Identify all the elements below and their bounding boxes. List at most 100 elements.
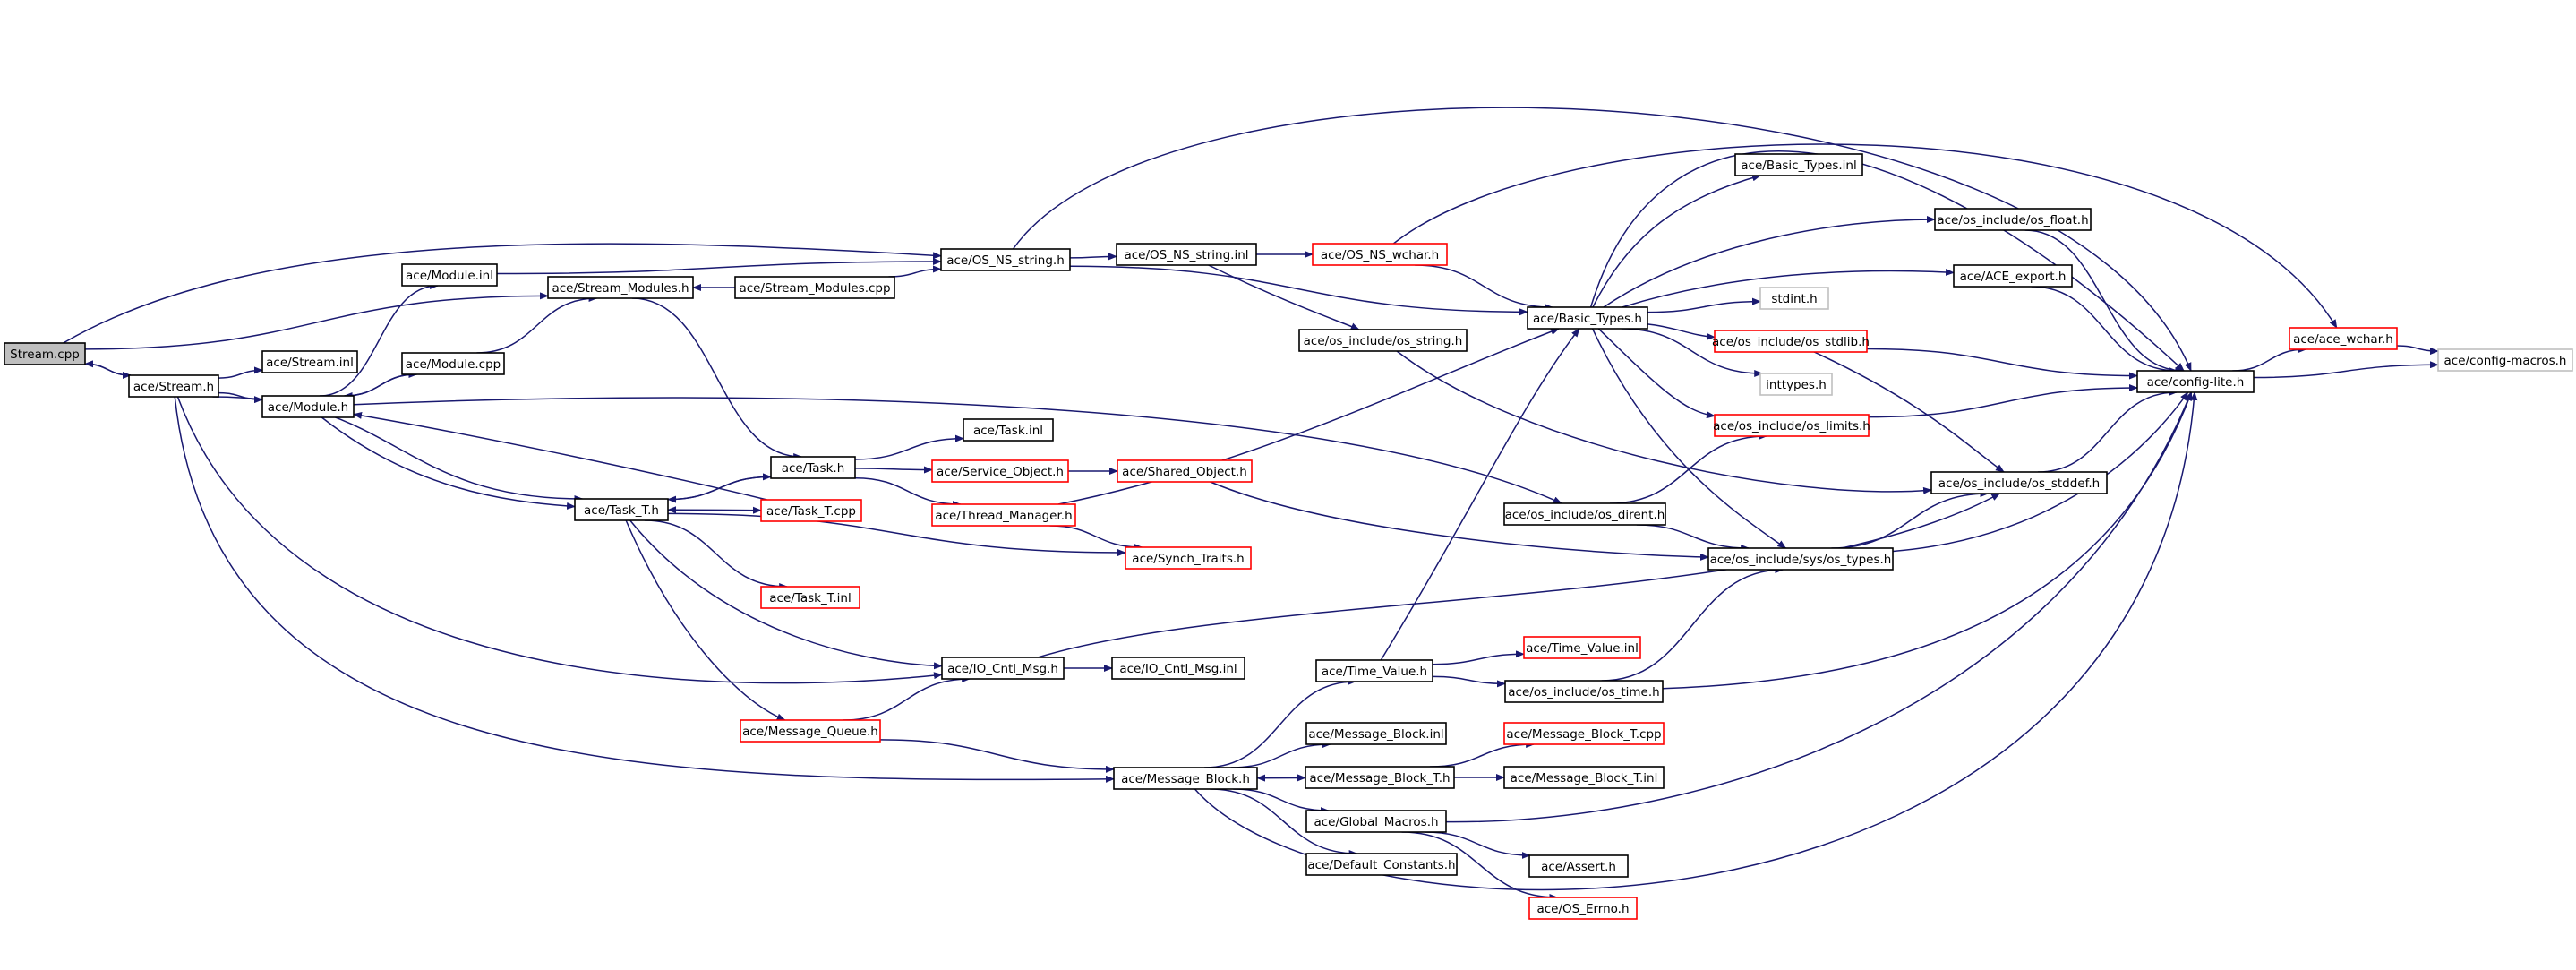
node-label: ace/os_include/os_stdlib.h	[1712, 335, 1870, 349]
node-box	[1305, 766, 1455, 789]
node-box	[1759, 287, 1829, 310]
node-label: ace/Message_Queue.h	[742, 725, 878, 739]
node-ace-message-block-t-cpp[interactable]: ace/Message_Block_T.cpp	[1503, 722, 1665, 745]
node-label: ace/Task.h	[782, 461, 845, 476]
node-stdint-h[interactable]: stdint.h	[1759, 287, 1829, 310]
edge-n38-to-n46	[1233, 788, 1330, 814]
edge-n6-to-n26	[631, 297, 803, 460]
node-ace-os-ns-wchar-h[interactable]: ace/OS_NS_wchar.h	[1312, 243, 1448, 266]
node-ace-stream-inl[interactable]: ace/Stream.inl	[261, 350, 358, 373]
node-box	[760, 499, 862, 522]
edge-n12-to-n19	[1622, 268, 1955, 308]
node-ace-ace-wchar-h[interactable]: ace/ace_wchar.h	[2289, 327, 2398, 350]
node-ace-config-macros-h[interactable]: ace/config-macros.h	[2437, 348, 2573, 372]
node-ace-basic-types-h[interactable]: ace/Basic_Types.h	[1527, 306, 1648, 330]
edge-n23-to-n20	[2037, 389, 2178, 473]
edge-n26-to-n28	[854, 466, 933, 474]
node-label: ace/OS_NS_wchar.h	[1321, 248, 1439, 262]
node-ace-assert-h[interactable]: ace/Assert.h	[1528, 854, 1629, 878]
node-ace-io-cntl-msg-h[interactable]: ace/IO_Cntl_Msg.h	[941, 657, 1065, 680]
node-ace-os-ns-string-inl[interactable]: ace/OS_NS_string.inl	[1116, 243, 1257, 266]
node-box	[2289, 327, 2398, 350]
node-label: ace/Stream.h	[133, 380, 214, 394]
edge-n17-to-n20	[1868, 384, 2138, 418]
node-ace-os-include-os-string-h[interactable]: ace/os_include/os_string.h	[1298, 329, 1468, 352]
node-label: ace/Assert.h	[1541, 860, 1616, 874]
edge-n1-to-n35	[176, 396, 943, 684]
node-ace-os-include-os-time-h[interactable]: ace/os_include/os_time.h	[1504, 680, 1664, 703]
node-label: ace/ace_wchar.h	[2293, 332, 2393, 347]
node-ace-global-macros-h[interactable]: ace/Global_Macros.h	[1305, 810, 1447, 833]
edge-n12-to-n20	[1589, 150, 2185, 372]
node-label: ace/os_include/os_string.h	[1304, 334, 1463, 348]
node-box	[1305, 810, 1447, 833]
node-ace-task-h[interactable]: ace/Task.h	[770, 456, 856, 479]
node-label: ace/OS_NS_string.h	[946, 253, 1065, 268]
node-ace-time-value-h[interactable]: ace/Time_Value.h	[1315, 659, 1433, 682]
node-ace-module-inl[interactable]: ace/Module.inl	[401, 263, 498, 287]
edge-n1-to-n38	[174, 396, 1115, 783]
node-ace-task-t-inl[interactable]: ace/Task_T.inl	[760, 586, 860, 609]
node-box	[1523, 636, 1641, 659]
node-ace-task-t-h[interactable]: ace/Task_T.h	[574, 498, 669, 521]
node-box	[940, 248, 1071, 271]
node-box	[770, 456, 856, 479]
node-box	[2136, 370, 2255, 393]
edge-n12-to-n18	[1603, 216, 1936, 308]
node-inttypes-h[interactable]: inttypes.h	[1759, 373, 1833, 396]
node-ace-message-block-inl[interactable]: ace/Message_Block.inl	[1305, 722, 1447, 745]
node-stream-cpp[interactable]: Stream.cpp	[4, 342, 86, 365]
node-ace-io-cntl-msg-inl[interactable]: ace/IO_Cntl_Msg.inl	[1111, 657, 1245, 680]
node-box	[1759, 373, 1833, 396]
node-ace-message-block-t-inl[interactable]: ace/Message_Block_T.inl	[1503, 766, 1665, 789]
node-ace-stream-modules-cpp[interactable]: ace/Stream_Modules.cpp	[734, 276, 895, 299]
nodes-layer: Stream.cpp ace/Stream.h ace/Stream.inl ace/…	[4, 153, 2573, 920]
node-ace-os-include-os-float-h[interactable]: ace/os_include/os_float.h	[1934, 208, 2092, 231]
node-ace-os-ns-string-h[interactable]: ace/OS_NS_string.h	[940, 248, 1071, 271]
node-ace-os-include-os-stddef-h[interactable]: ace/os_include/os_stddef.h	[1930, 471, 2108, 494]
node-ace-os-include-sys-os-types-h[interactable]: ace/os_include/sys/os_types.h	[1707, 547, 1894, 571]
node-ace-os-include-os-dirent-h[interactable]: ace/os_include/os_dirent.h	[1503, 502, 1666, 526]
node-ace-os-include-os-limits-h[interactable]: ace/os_include/os_limits.h	[1713, 414, 1870, 437]
edge-n32-to-n34	[644, 519, 789, 590]
edge-n37-to-n35	[843, 675, 971, 721]
node-ace-task-inl[interactable]: ace/Task.inl	[963, 418, 1054, 442]
node-ace-message-block-h[interactable]: ace/Message_Block.h	[1113, 767, 1258, 790]
node-ace-synch-traits-h[interactable]: ace/Synch_Traits.h	[1125, 546, 1252, 570]
node-box	[740, 719, 881, 743]
edge-n16-to-n20	[1866, 348, 2138, 380]
edge-n25-to-n17	[1609, 433, 1767, 504]
node-ace-message-block-t-h[interactable]: ace/Message_Block_T.h	[1305, 766, 1455, 789]
edge-n5-to-n3	[343, 373, 417, 399]
node-ace-stream-modules-h[interactable]: ace/Stream_Modules.h	[547, 276, 694, 299]
node-ace-shared-object-h[interactable]: ace/Shared_Object.h	[1117, 459, 1253, 483]
node-ace-module-h[interactable]: ace/Module.h	[261, 395, 355, 418]
node-ace-os-errno-h[interactable]: ace/OS_Errno.h	[1528, 897, 1638, 920]
node-ace-service-object-h[interactable]: ace/Service_Object.h	[931, 459, 1069, 483]
node-ace-basic-types-inl[interactable]: ace/Basic_Types.inl	[1734, 153, 1863, 176]
edge-n18-to-n20	[2024, 229, 2185, 374]
edge-n38-to-n39	[1204, 678, 1356, 768]
node-label: ace/Task_T.inl	[769, 591, 851, 605]
node-label: ace/IO_Cntl_Msg.inl	[1119, 662, 1237, 676]
node-label: ace/Message_Block.h	[1121, 772, 1250, 786]
node-ace-time-value-inl[interactable]: ace/Time_Value.inl	[1523, 636, 1641, 659]
node-ace-os-include-os-stdlib-h[interactable]: ace/os_include/os_stdlib.h	[1712, 330, 1870, 353]
node-box	[1113, 767, 1258, 790]
node-ace-default-constants-h[interactable]: ace/Default_Constants.h	[1305, 853, 1458, 876]
edge-n8-to-n12	[1069, 265, 1528, 316]
edge-n12-to-n16	[1647, 323, 1716, 340]
edges-layer	[63, 107, 2439, 901]
node-ace-config-lite-h[interactable]: ace/config-lite.h	[2136, 370, 2255, 393]
node-ace-module-cpp[interactable]: ace/Module.cpp	[401, 352, 505, 375]
node-box	[1503, 502, 1666, 526]
edge-n0-to-n6	[84, 292, 549, 350]
node-ace-stream-h[interactable]: ace/Stream.h	[128, 374, 219, 398]
node-ace-thread-manager-h[interactable]: ace/Thread_Manager.h	[931, 503, 1076, 527]
node-ace-message-queue-h[interactable]: ace/Message_Queue.h	[740, 719, 881, 743]
node-ace-task-t-cpp[interactable]: ace/Task_T.cpp	[760, 499, 862, 522]
node-ace-ace-export-h[interactable]: ace/ACE_export.h	[1953, 264, 2073, 288]
edge-n7-to-n8	[888, 265, 942, 278]
edge-n9-to-n11	[1208, 264, 1360, 330]
node-label: ace/os_include/os_limits.h	[1713, 419, 1870, 433]
